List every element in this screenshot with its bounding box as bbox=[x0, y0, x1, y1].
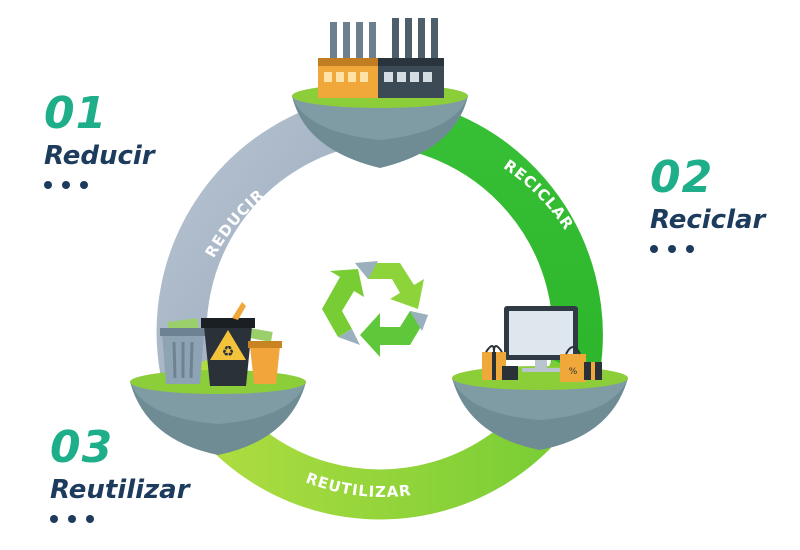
step-01-label: Reducir bbox=[44, 141, 155, 171]
bins-island: ♻ bbox=[130, 302, 306, 455]
step-03-number: 03 bbox=[50, 422, 114, 473]
step-01-number: 01 bbox=[44, 88, 108, 139]
step-02-number: 02 bbox=[650, 152, 714, 203]
computer-shopping-icon: % bbox=[482, 306, 602, 382]
svg-text:%: % bbox=[569, 367, 578, 377]
factory-icon bbox=[318, 18, 444, 98]
factory-island bbox=[292, 18, 468, 168]
step-01-dots bbox=[44, 180, 155, 189]
step-02-dots bbox=[650, 244, 765, 253]
step-02: 02 Reciclar bbox=[650, 156, 765, 253]
svg-text:♻: ♻ bbox=[222, 344, 235, 360]
step-03-dots bbox=[50, 514, 190, 523]
step-03-label: Reutilizar bbox=[50, 475, 190, 505]
shopping-island: % bbox=[452, 306, 628, 450]
step-03: 03 Reutilizar bbox=[50, 426, 190, 523]
trash-bins-icon: ♻ bbox=[160, 302, 282, 386]
step-02-label: Reciclar bbox=[650, 205, 766, 235]
recycle-icon bbox=[322, 261, 428, 357]
step-01: 01 Reducir bbox=[44, 92, 155, 189]
